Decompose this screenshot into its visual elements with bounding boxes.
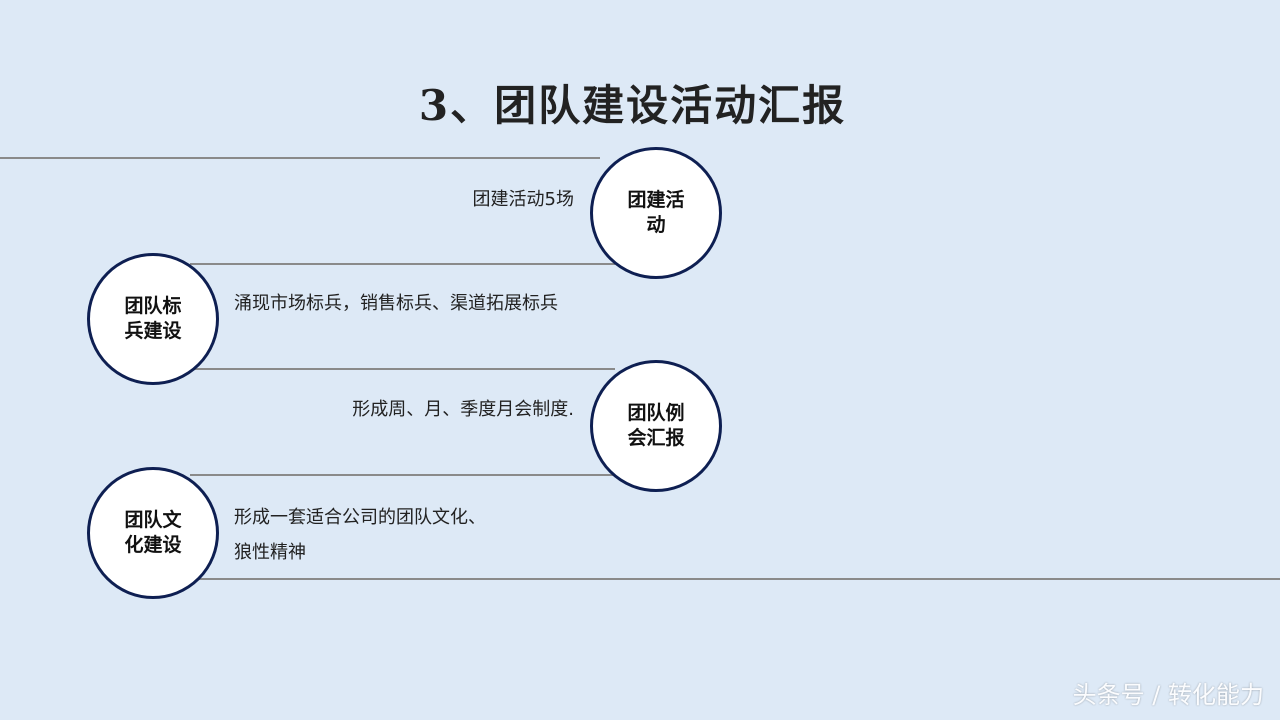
item-text: 涌现市场标兵，销售标兵、渠道拓展标兵: [234, 293, 558, 314]
divider-line: [190, 578, 1280, 580]
page-title: 3、团队建设活动汇报: [418, 81, 847, 130]
watermark: 头条号 / 转化能力: [1072, 681, 1264, 709]
circle-team-meeting-report: 团队例会汇报: [590, 360, 722, 492]
divider-line: [190, 263, 615, 265]
divider-line: [0, 157, 600, 159]
circle-team-activity: 团建活动: [590, 147, 722, 279]
circle-team-model-building: 团队标兵建设: [87, 253, 219, 385]
circle-label: 团队标兵建设: [124, 295, 182, 342]
circle-label: 团队文化建设: [124, 509, 182, 556]
circle-label: 团队例会汇报: [627, 402, 685, 449]
circle-team-culture-building: 团队文化建设: [87, 467, 219, 599]
divider-line: [190, 474, 615, 476]
divider-line: [190, 368, 615, 370]
item-text: 狼性精神: [234, 542, 306, 563]
item-text: 团建活动5场: [472, 189, 574, 210]
item-text: 形成一套适合公司的团队文化、: [234, 507, 486, 528]
item-text: 形成周、月、季度月会制度.: [352, 399, 574, 420]
circle-label: 团建活动: [627, 189, 685, 236]
